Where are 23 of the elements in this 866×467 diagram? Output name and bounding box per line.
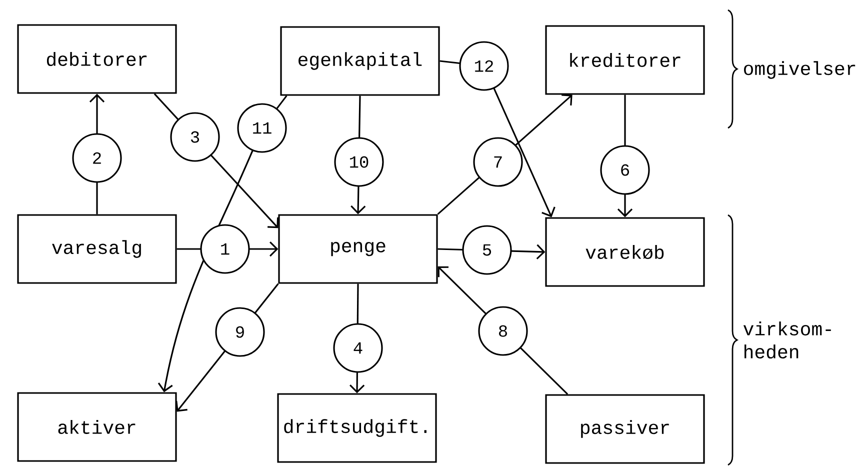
account-box: varekøb [545, 217, 705, 287]
circled-number: 2 [72, 133, 122, 183]
circled-number: 4 [333, 323, 383, 373]
circled-number: 8 [478, 306, 528, 356]
account-box: egenkapital [280, 26, 440, 96]
group-label: omgivelser [744, 61, 856, 79]
circled-number: 7 [473, 137, 523, 187]
circled-number: 12 [459, 41, 509, 91]
account-box: debitorer [17, 24, 177, 94]
circled-number: 11 [237, 103, 287, 153]
circled-number: 9 [215, 307, 265, 357]
account-box: varesalg [17, 214, 177, 284]
account-box: kreditorer [545, 25, 705, 95]
account-box: aktiver [17, 392, 177, 462]
account-box: passiver [545, 394, 705, 464]
circled-number: 1 [200, 224, 250, 274]
account-box: driftsudgift. [277, 393, 437, 463]
group-label: virksom- heden [743, 322, 831, 358]
circled-number: 6 [600, 145, 650, 195]
circled-number: 10 [334, 137, 384, 187]
account-box: penge [278, 214, 438, 284]
circled-number: 3 [170, 112, 220, 162]
circled-number: 5 [462, 225, 512, 275]
